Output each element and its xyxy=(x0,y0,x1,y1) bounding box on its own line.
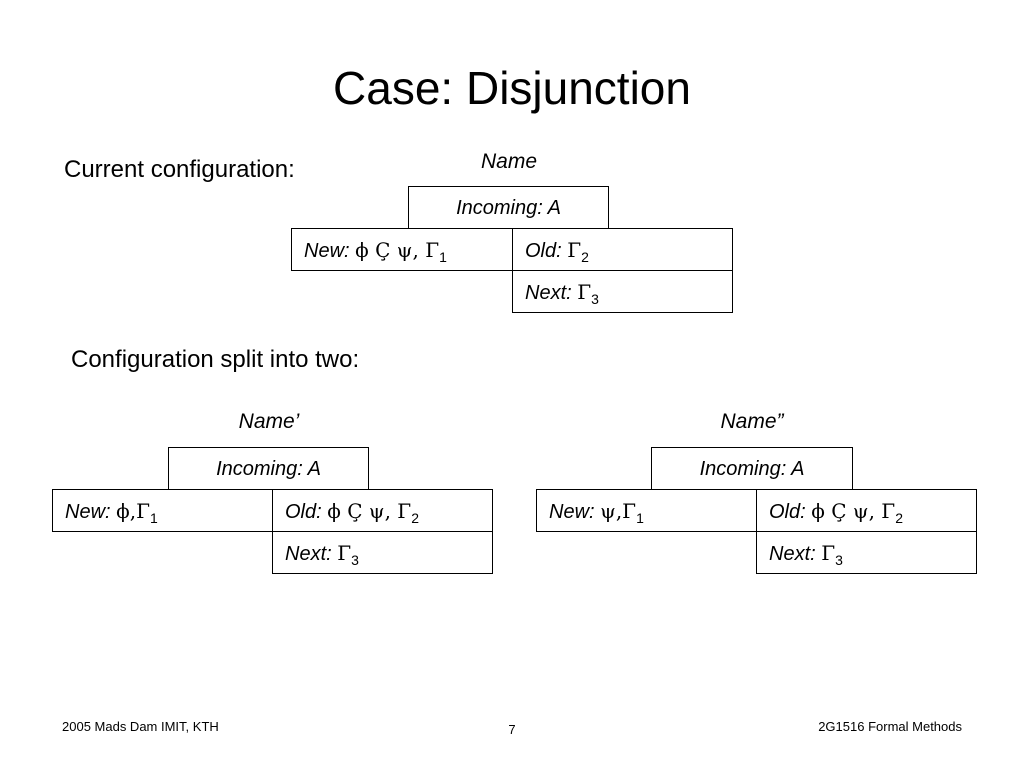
current-next-cell: Next: Γ3 xyxy=(512,270,733,313)
current-node-name: Name xyxy=(480,150,538,173)
current-next-value: Γ xyxy=(577,280,592,304)
footer-right: 2G1516 Formal Methods xyxy=(818,719,962,734)
right-incoming-cell: Incoming: A xyxy=(651,447,853,490)
right-old-label: Old: xyxy=(769,501,806,523)
left-new-subscript: 1 xyxy=(150,510,158,526)
left-next-subscript: 3 xyxy=(351,552,359,568)
left-new-cell: New: ϕ,Γ1 xyxy=(52,489,273,532)
right-next-cell: Next: Γ3 xyxy=(756,531,977,574)
current-new-value: ϕ Ç ψ, Γ xyxy=(355,238,440,262)
right-incoming-text: Incoming: A xyxy=(699,458,805,480)
current-new-cell: New: ϕ Ç ψ, Γ1 xyxy=(291,228,513,271)
current-new-label: New: xyxy=(304,240,350,262)
current-next-subscript: 3 xyxy=(591,291,599,307)
left-incoming-cell: Incoming: A xyxy=(168,447,369,490)
right-new-cell: New: ψ,Γ1 xyxy=(536,489,757,532)
current-old-cell: Old: Γ2 xyxy=(512,228,733,271)
left-old-value: ϕ Ç ψ, Γ xyxy=(327,499,412,523)
left-next-cell: Next: Γ3 xyxy=(272,531,493,574)
left-next-value: Γ xyxy=(337,541,352,565)
left-old-subscript: 2 xyxy=(411,510,419,526)
split-configuration-heading: Configuration split into two: xyxy=(71,346,360,373)
right-node-name: Name” xyxy=(720,410,784,433)
right-new-label: New: xyxy=(549,501,595,523)
current-incoming-text: Incoming: A xyxy=(456,197,561,219)
current-old-value: Γ xyxy=(567,238,582,262)
right-next-value: Γ xyxy=(821,541,836,565)
right-new-value: ψ,Γ xyxy=(600,499,637,523)
page-number: 7 xyxy=(508,722,516,737)
current-configuration-heading: Current configuration: xyxy=(64,156,295,183)
current-incoming-cell: Incoming: A xyxy=(408,186,609,229)
right-new-subscript: 1 xyxy=(636,510,644,526)
left-old-cell: Old: ϕ Ç ψ, Γ2 xyxy=(272,489,493,532)
right-old-value: ϕ Ç ψ, Γ xyxy=(811,499,896,523)
left-next-label: Next: xyxy=(285,543,332,565)
right-old-subscript: 2 xyxy=(895,510,903,526)
footer-left: 2005 Mads Dam IMIT, KTH xyxy=(62,719,219,734)
current-old-subscript: 2 xyxy=(581,249,589,265)
current-next-label: Next: xyxy=(525,282,572,304)
current-new-subscript: 1 xyxy=(439,249,447,265)
left-new-value: ϕ,Γ xyxy=(116,499,151,523)
right-next-subscript: 3 xyxy=(835,552,843,568)
left-old-label: Old: xyxy=(285,501,322,523)
current-old-label: Old: xyxy=(525,240,562,262)
right-old-cell: Old: ϕ Ç ψ, Γ2 xyxy=(756,489,977,532)
left-node-name: Name’ xyxy=(238,410,300,433)
right-next-label: Next: xyxy=(769,543,816,565)
slide-title: Case: Disjunction xyxy=(333,62,691,114)
left-incoming-text: Incoming: A xyxy=(216,458,321,480)
left-new-label: New: xyxy=(65,501,111,523)
